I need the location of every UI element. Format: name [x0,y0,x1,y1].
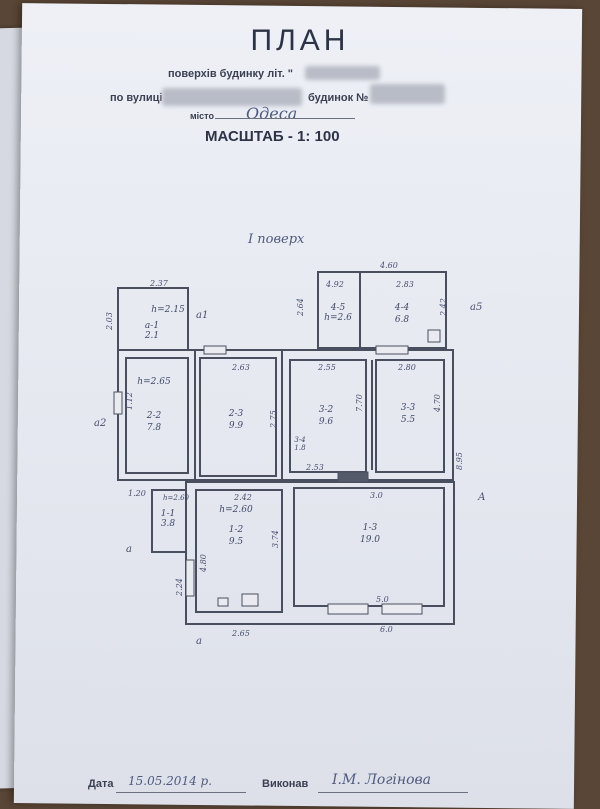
floor-label: I поверх [248,232,305,247]
dim-label: 2.83 [395,280,414,289]
document-title: ПЛАН [250,24,350,57]
dim-label: 4.92 [325,280,344,289]
room-label: 2-3 [228,409,244,419]
stove-symbol [427,329,441,343]
underline [318,792,468,793]
dim-label: 2.24 [175,578,184,597]
room-1-3-outline [293,487,445,607]
dim-label: 1.12 [125,392,134,410]
dim-label: 4.60 [379,261,398,270]
dim-label: 3.74 [271,530,280,548]
chimney [337,471,369,483]
room-height: h=2.65 [137,377,171,387]
dim-label: 3.0 [370,491,383,500]
dim-label: 2.75 [269,410,278,429]
marker-label: а5 [470,302,482,313]
room-height: h=2.60 [163,494,190,502]
room-label: а-1 [145,321,159,331]
sink-symbol [217,597,229,607]
redaction-block [305,66,380,80]
window [185,559,195,597]
room-1-2-outline [195,489,283,613]
house-label: будинок № [308,92,369,104]
wall-block-main-upper [117,349,454,481]
dim-label: 4.80 [199,554,208,573]
window [375,345,409,355]
window [203,345,227,355]
window [327,603,369,615]
scale-label: МАСШТАБ - 1: 100 [205,128,340,145]
room-1-1-outline [151,489,187,553]
room-area: 5.5 [401,415,416,425]
marker-label: а2 [94,418,106,429]
redaction-block [162,88,302,106]
dim-label: 2.03 [105,312,114,331]
room-area: 19.0 [360,535,380,545]
dim-label: 8.95 [455,452,464,470]
dim-label: 2.80 [397,363,416,372]
room-area: 9.9 [229,421,244,431]
dim-label: 2.65 [231,629,250,638]
room-area: 3.8 [161,519,176,529]
underline [215,118,355,119]
dim-label: 2.55 [317,363,336,372]
marker-label: а [126,544,132,555]
room-label: 4-5 [330,303,346,313]
marker-label: а [196,636,202,647]
room-label: 3-3 [401,403,416,413]
room-label: 1-2 [229,525,244,535]
dim-label: 2.53 [305,463,324,472]
window [113,391,123,415]
room-2-3-outline [199,357,277,477]
dim-label: 6.0 [380,625,393,634]
dim-label: 5.0 [376,595,389,604]
executor-label: Виконав [262,778,309,790]
redaction-block [370,84,445,104]
window [381,603,423,615]
room-area: 9.6 [319,417,334,427]
room-area: 1.8 [294,444,306,452]
marker-label: А [477,492,486,503]
city-label: місто [190,111,214,121]
dim-label: 2.64 [296,298,305,317]
room-height: h=2.60 [219,505,253,515]
stove-symbol [241,593,259,607]
room-area: 2.1 [144,331,159,341]
room-area: 7.8 [147,423,162,433]
room-3-2-outline [289,359,367,473]
room-3-3-outline [375,359,445,473]
room-area: 9.5 [229,537,244,547]
room-area: 6.8 [395,315,410,325]
date-value: 15.05.2014 р. [128,774,213,788]
executor-value: І.М. Логінова [332,772,432,788]
dim-label: 2.42 [233,493,252,502]
underline [116,792,246,793]
room-label: 1-1 [161,509,176,519]
marker-label: а1 [196,310,208,321]
building-line: поверхів будинку літ. " [168,68,294,80]
dim-label: 2.37 [149,279,169,288]
date-label: Дата [88,778,114,790]
dim-label: 4.70 [433,394,442,413]
dim-label: 7.70 [355,394,364,412]
dim-label: 2.42 [439,298,448,317]
room-2-2-outline [125,357,189,474]
room-label: 3-2 [319,405,334,415]
room-label: 4-4 [394,303,410,313]
room-label: 2-2 [146,411,162,421]
room-label: 1-3 [363,523,378,533]
room-height: h=2.6 [324,313,352,323]
dim-label: 2.63 [231,363,250,372]
room-height: h=2.15 [151,305,185,315]
street-label: по вулиці [110,92,163,104]
dim-label: 1.20 [128,489,146,498]
room-label: 3-4 [294,436,305,444]
